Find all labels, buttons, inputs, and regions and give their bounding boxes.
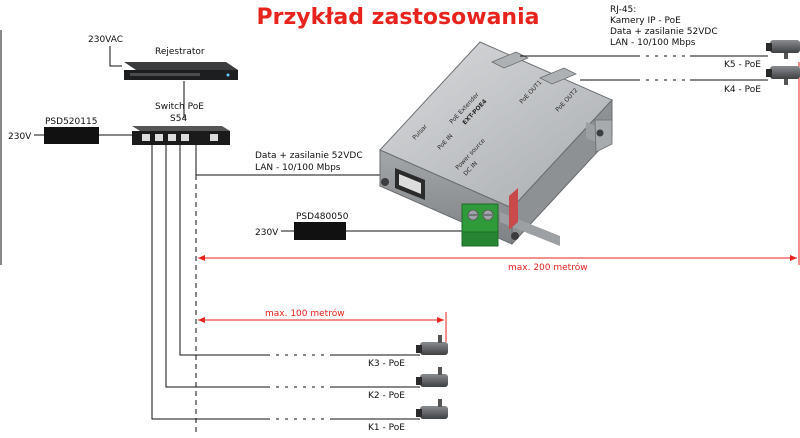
psu2-box (294, 222, 346, 240)
k5-label: K5 - PoE (724, 60, 761, 70)
recorder-device (124, 62, 238, 80)
camera-k1-icon (416, 399, 448, 419)
max200-label: max. 200 metrów (508, 262, 588, 273)
rj45-line2: Kamery IP - PoE (610, 16, 681, 26)
recorder-label: Rejestrator (155, 47, 205, 57)
recorder-power-wire (109, 46, 122, 67)
rj45-line1: RJ-45: (610, 5, 636, 15)
k2-label: K2 - PoE (368, 391, 405, 401)
psu1-label: PSD520115 (45, 117, 97, 127)
switch-device (132, 126, 230, 145)
rj45-line3: Data + zasilanie 52VDC (610, 27, 718, 37)
camera-k3-icon (416, 335, 448, 355)
data-line1-label: Data + zasilanie 52VDC (255, 151, 363, 161)
rj45-line4: LAN - 10/100 Mbps (610, 38, 696, 48)
switch-label-line2: S54 (170, 114, 187, 124)
switch-label-line1: Switch PoE (155, 102, 204, 112)
v230-mid-label: 230V (255, 228, 279, 238)
k4-label: K4 - PoE (724, 85, 761, 95)
measure-100m: max. 100 metrów (198, 308, 447, 342)
data-line2-label: LAN - 10/100 Mbps (255, 163, 341, 173)
psu1-box (44, 127, 99, 144)
camera-k2-icon (416, 367, 448, 387)
k1-label: K1 - PoE (368, 423, 405, 433)
page-title: Przykład zastosowania (257, 5, 540, 30)
wire-k1 (151, 145, 420, 420)
poe-extender-device: Pulsar EXT-POE4 PoE Extender PoE IN DC I… (379, 41, 613, 246)
k3-label: K3 - PoE (368, 359, 405, 369)
wire-k3 (179, 145, 420, 356)
max100-label: max. 100 metrów (265, 308, 345, 319)
measure-200m: max. 200 metrów (198, 255, 797, 273)
camera-k5-icon (766, 40, 800, 59)
psu2-label: PSD480050 (296, 212, 349, 222)
camera-k4-icon (766, 66, 800, 85)
dc-terminal-block (461, 203, 499, 247)
v230-left-label: 230V (8, 132, 32, 142)
vac230-label: 230VAC (88, 35, 123, 45)
wire-k2 (165, 145, 420, 388)
